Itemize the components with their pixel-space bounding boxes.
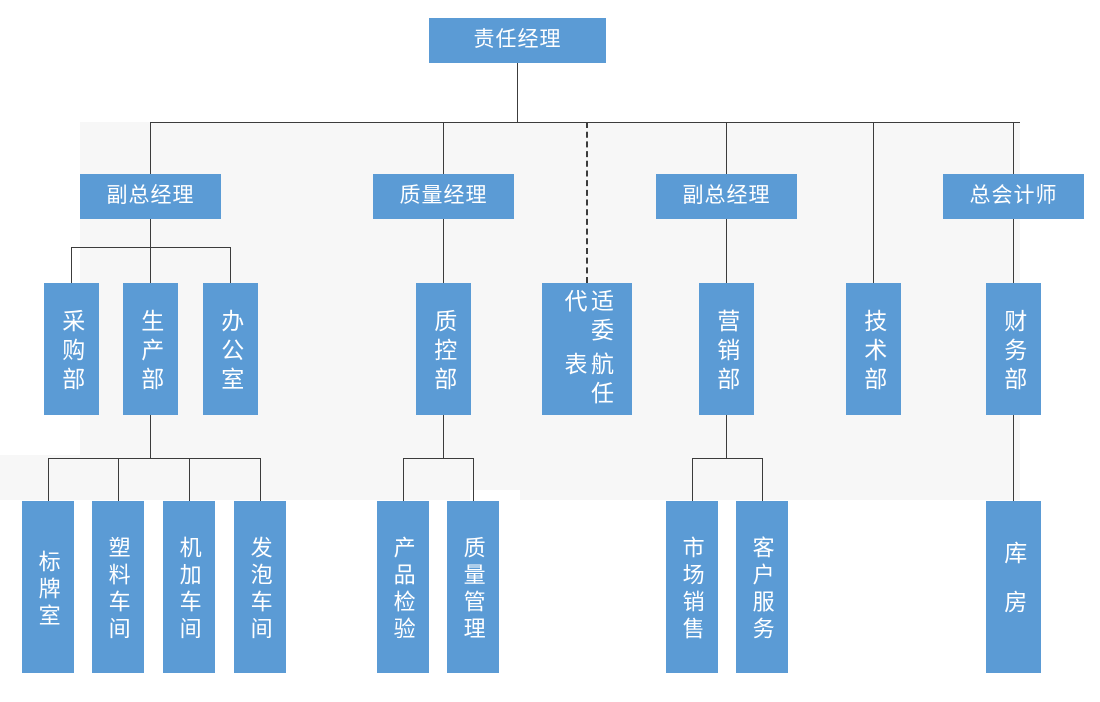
connector-quality-manager-down [443,219,444,283]
node-machining-workshop[interactable]: 机加车间 [163,501,215,673]
connector-vp1-to-purchasing [71,247,72,283]
node-quality-manager[interactable]: 质量经理 [373,174,514,219]
node-chief-accountant[interactable]: 总会计师 [943,174,1084,219]
background-plate-lower-left [0,455,470,500]
node-technology-department[interactable]: 技术部 [846,283,901,415]
connector-marketing-bus [692,458,762,459]
airworthiness-column-left: 航任表 [561,352,614,410]
connector-production-down [150,415,151,458]
node-quality-control-department[interactable]: 质控部 [416,283,471,415]
node-office[interactable]: 办公室 [203,283,258,415]
connector-marketing-to-customer-service [762,458,763,501]
connector-dashed-airworthiness [586,122,588,283]
connector-production-to-sign-room [48,458,49,501]
connector-vp1-to-production [150,247,151,283]
connector-production-to-machining [189,458,190,501]
connector-production-to-plastics [118,458,119,501]
airworthiness-column-right: 适委代 [561,289,614,347]
connector-root-down [517,62,518,123]
connector-chief-accountant-down [1013,219,1014,283]
connector-finance-to-warehouse [1013,415,1014,501]
connector-vp2-down [726,219,727,283]
connector-bus-to-vp1 [150,122,151,175]
node-product-inspection[interactable]: 产品检验 [377,501,429,673]
node-warehouse[interactable]: 库房 [986,501,1041,673]
connector-marketing-to-market-sales [692,458,693,501]
connector-marketing-down [726,415,727,458]
connector-bus-to-vp2 [726,122,727,175]
node-deputy-general-manager-1[interactable]: 副总经理 [80,174,221,219]
node-market-sales[interactable]: 市场销售 [666,501,718,673]
connector-qc-to-product-inspection [403,458,404,501]
connector-production-bus [48,458,260,459]
connector-top-bus [150,122,1020,123]
node-sign-room[interactable]: 标牌室 [22,501,74,673]
node-finance-department[interactable]: 财务部 [986,283,1041,415]
connector-vp1-to-office [230,247,231,283]
node-production-department[interactable]: 生产部 [123,283,178,415]
connector-qc-down [443,415,444,458]
node-airworthiness-delegate[interactable]: 适委代 航任表 [542,283,632,415]
node-purchasing-department[interactable]: 采购部 [44,283,99,415]
connector-production-to-foaming [260,458,261,501]
background-plate-lower-mid [520,455,840,500]
node-quality-management[interactable]: 质量管理 [447,501,499,673]
node-foaming-workshop[interactable]: 发泡车间 [234,501,286,673]
connector-qc-to-quality-management [473,458,474,501]
node-deputy-general-manager-2[interactable]: 副总经理 [656,174,797,219]
connector-qc-bus [403,458,473,459]
background-plate-lower-right [840,455,1020,500]
node-customer-service[interactable]: 客户服务 [736,501,788,673]
node-responsible-manager[interactable]: 责任经理 [429,18,606,63]
connector-bus-to-technology [873,122,874,283]
node-marketing-department[interactable]: 营销部 [699,283,754,415]
connector-vp1-down [150,219,151,247]
connector-bus-to-quality-manager [443,122,444,175]
connector-bus-to-chief-accountant [1013,122,1014,175]
node-plastics-workshop[interactable]: 塑料车间 [92,501,144,673]
